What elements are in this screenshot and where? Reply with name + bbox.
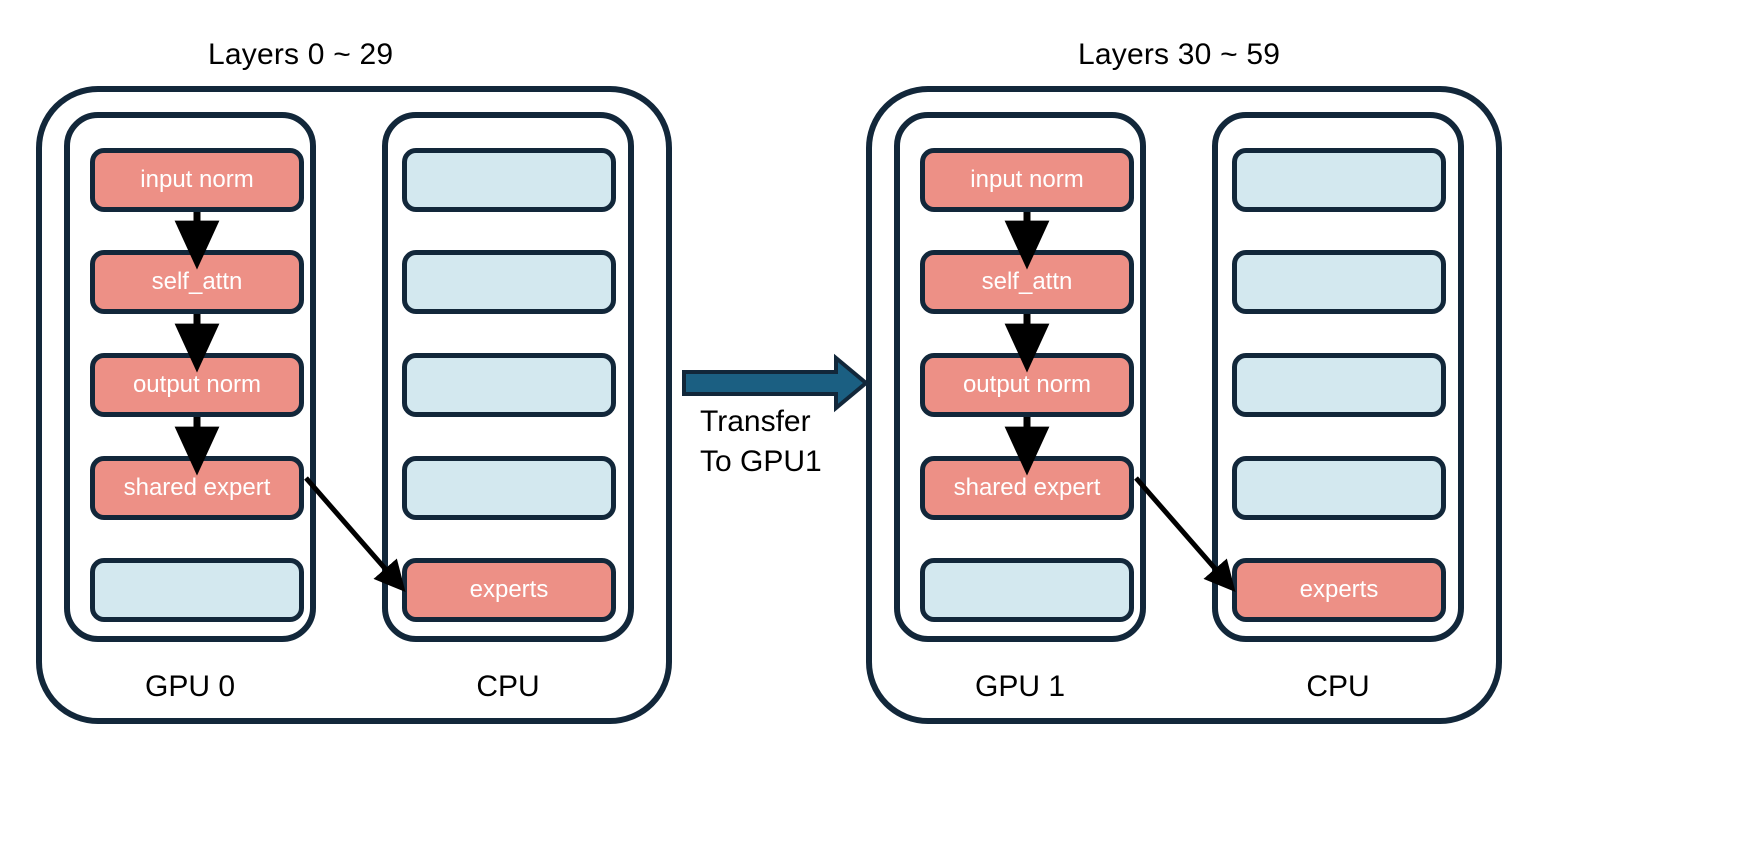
block-cpu-left-experts[interactable]: experts <box>402 558 616 622</box>
block-cpu-right-slot-2[interactable] <box>1232 250 1446 314</box>
transfer-arrow <box>682 353 870 413</box>
block-cpu-right-experts[interactable]: experts <box>1232 558 1446 622</box>
block-cpu-left-slot-1[interactable] <box>402 148 616 212</box>
block-cpu-left-slot-2[interactable] <box>402 250 616 314</box>
block-gpu0-shared-expert[interactable]: shared expert <box>90 456 304 520</box>
block-cpu-left-slot-3[interactable] <box>402 353 616 417</box>
panel-title-left: Layers 0 ~ 29 <box>208 38 394 71</box>
block-gpu0-output-norm[interactable]: output norm <box>90 353 304 417</box>
label-gpu-1: GPU 1 <box>974 670 1066 703</box>
block-gpu0-self-attn[interactable]: self_attn <box>90 250 304 314</box>
label-gpu-0: GPU 0 <box>144 670 236 703</box>
block-gpu1-shared-expert[interactable]: shared expert <box>920 456 1134 520</box>
transfer-label-line2: To GPU1 <box>700 444 822 478</box>
block-gpu1-self-attn[interactable]: self_attn <box>920 250 1134 314</box>
block-cpu-right-slot-3[interactable] <box>1232 353 1446 417</box>
block-gpu1-empty-slot[interactable] <box>920 558 1134 622</box>
transfer-label: Transfer To GPU1 <box>700 402 822 482</box>
block-gpu0-input-norm[interactable]: input norm <box>90 148 304 212</box>
transfer-label-line1: Transfer <box>700 405 811 438</box>
block-gpu1-input-norm[interactable]: input norm <box>920 148 1134 212</box>
block-gpu1-output-norm[interactable]: output norm <box>920 353 1134 417</box>
block-cpu-right-slot-4[interactable] <box>1232 456 1446 520</box>
label-cpu-left: CPU <box>476 670 540 703</box>
block-cpu-left-slot-4[interactable] <box>402 456 616 520</box>
label-cpu-right: CPU <box>1306 670 1370 703</box>
panel-title-right: Layers 30 ~ 59 <box>1078 38 1281 71</box>
block-cpu-right-slot-1[interactable] <box>1232 148 1446 212</box>
block-gpu0-empty-slot[interactable] <box>90 558 304 622</box>
